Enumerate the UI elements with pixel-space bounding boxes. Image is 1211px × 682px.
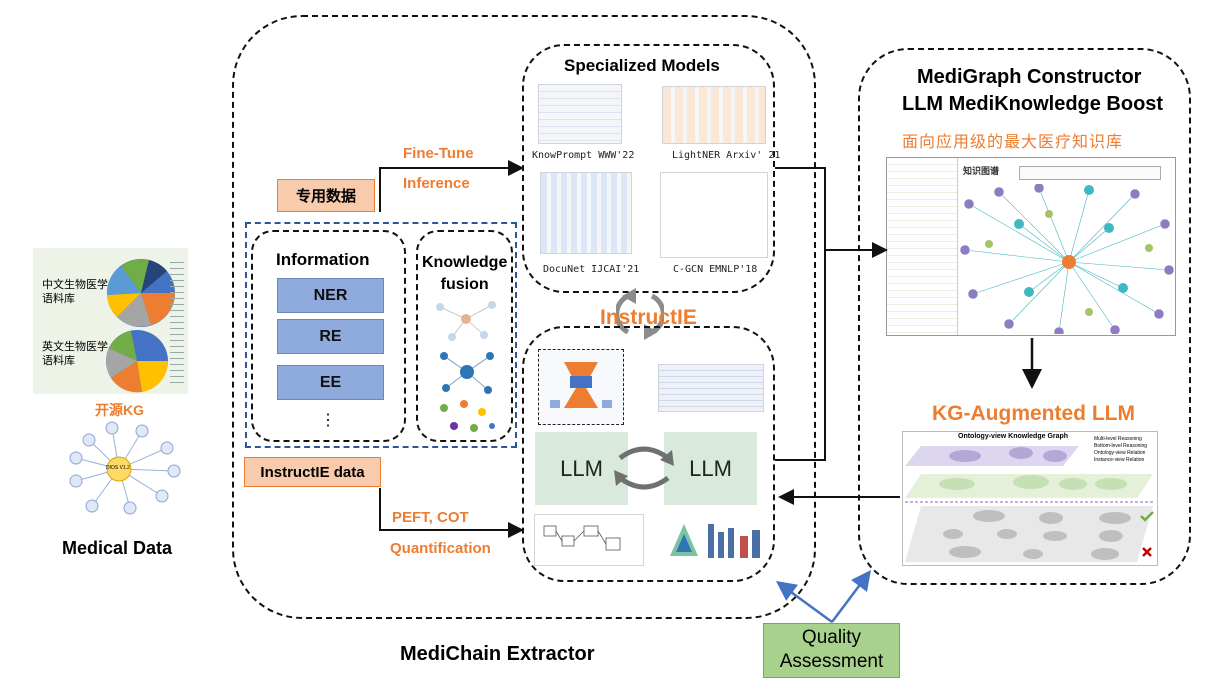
inference-label: Inference (403, 175, 470, 192)
legend-bottom-level: Bottom-level Reasoning (1094, 443, 1148, 449)
information-title: Information (276, 250, 370, 269)
knowledge-fusion-box (416, 230, 513, 442)
task-group-boundary (245, 222, 517, 448)
quality-assessment-label: Quality Assessment (779, 627, 884, 672)
instructie-data-label: InstructIE data (244, 457, 381, 487)
fusion-graph-2 (440, 352, 494, 394)
moe-diagram (550, 362, 612, 408)
extractor-title: MediChain Extractor (400, 643, 595, 665)
lightner-caption: LightNER Arxiv' 21 (672, 150, 781, 161)
kg-site-title: 知识图谱 (963, 166, 1000, 176)
kg-augmented-title: KG-Augmented LLM (932, 402, 1135, 425)
open-kg-graph (69, 421, 181, 515)
en-corpus-pie-chart (106, 330, 169, 393)
legend-multi-level: Multi-level Reasoning (1094, 436, 1142, 442)
corpus-legend-lines (170, 262, 184, 386)
knowledge-fusion-title: Knowledge fusion (422, 254, 508, 293)
en-corpus-label: 英文生物医学 语料库 (42, 341, 108, 367)
instructie-box (522, 326, 775, 582)
medical-data-title: Medical Data (62, 538, 173, 558)
cgcn-figure (660, 172, 768, 258)
ontology-layers (905, 446, 1154, 562)
cn-corpus-pie-chart (106, 259, 175, 327)
kg-tree-panel (887, 158, 958, 335)
instructie-title: InstructIE (600, 306, 697, 329)
constructor-boundary (858, 48, 1191, 585)
cot-pyramid-figure (670, 524, 760, 558)
task-re: RE (277, 319, 384, 354)
cgcn-caption: C-GCN EMNLP'18 (673, 264, 758, 275)
knowprompt-caption: KnowPrompt WWW'22 (532, 150, 635, 161)
open-kg-label: 开源KG (95, 402, 144, 418)
peft-figure (534, 514, 644, 566)
peft-diagram (543, 525, 621, 551)
task-ner: NER (277, 278, 384, 313)
specialized-models-title: Specialized Models (564, 56, 720, 75)
task-ee: EE (277, 365, 384, 400)
fine-tune-label: Fine-Tune (403, 145, 474, 162)
extractor-boundary (232, 15, 816, 619)
llm-right: LLM (664, 432, 757, 505)
llm-exchange-arrows-icon (614, 446, 674, 490)
kg-network (959, 184, 1175, 334)
kg-screenshot: 知识图谱 (886, 157, 1176, 336)
knowprompt-figure (538, 84, 622, 144)
cycle-arrows-icon (616, 288, 664, 340)
constructor-title-2: LLM MediKnowledge Boost (902, 93, 1164, 115)
llm-left: LLM (535, 432, 628, 505)
quality-assessment-box (763, 623, 900, 678)
constructor-subtitle: 面向应用级的最大医疗知识库 (902, 132, 1124, 151)
prompting-figure (658, 364, 764, 412)
quantification-label: Quantification (390, 540, 491, 557)
kg-search-bar (1019, 166, 1161, 180)
ontology-title: Ontology-view Knowledge Graph (958, 433, 1069, 440)
legend-instance-relation: Instance-view Relation (1094, 457, 1145, 463)
lightner-figure (662, 86, 766, 144)
fusion-graph-3 (440, 400, 495, 432)
kg-center-label: DIOS V1.2 (106, 465, 130, 471)
docunet-figure (540, 172, 632, 254)
docunet-caption: DocuNet IJCAI'21 (543, 264, 640, 275)
task-more: ⋮ (320, 412, 336, 429)
special-data-label: 专用数据 (277, 179, 375, 212)
information-box (251, 230, 406, 442)
peft-label: PEFT, COT (392, 509, 469, 526)
cn-corpus-label: 中文生物医学 语料库 (42, 279, 108, 305)
legend-ontology-relation: Ontology-view Relation (1094, 450, 1146, 456)
constructor-title-1: MediGraph Constructor (917, 66, 1142, 88)
fusion-graph-1 (436, 301, 496, 341)
